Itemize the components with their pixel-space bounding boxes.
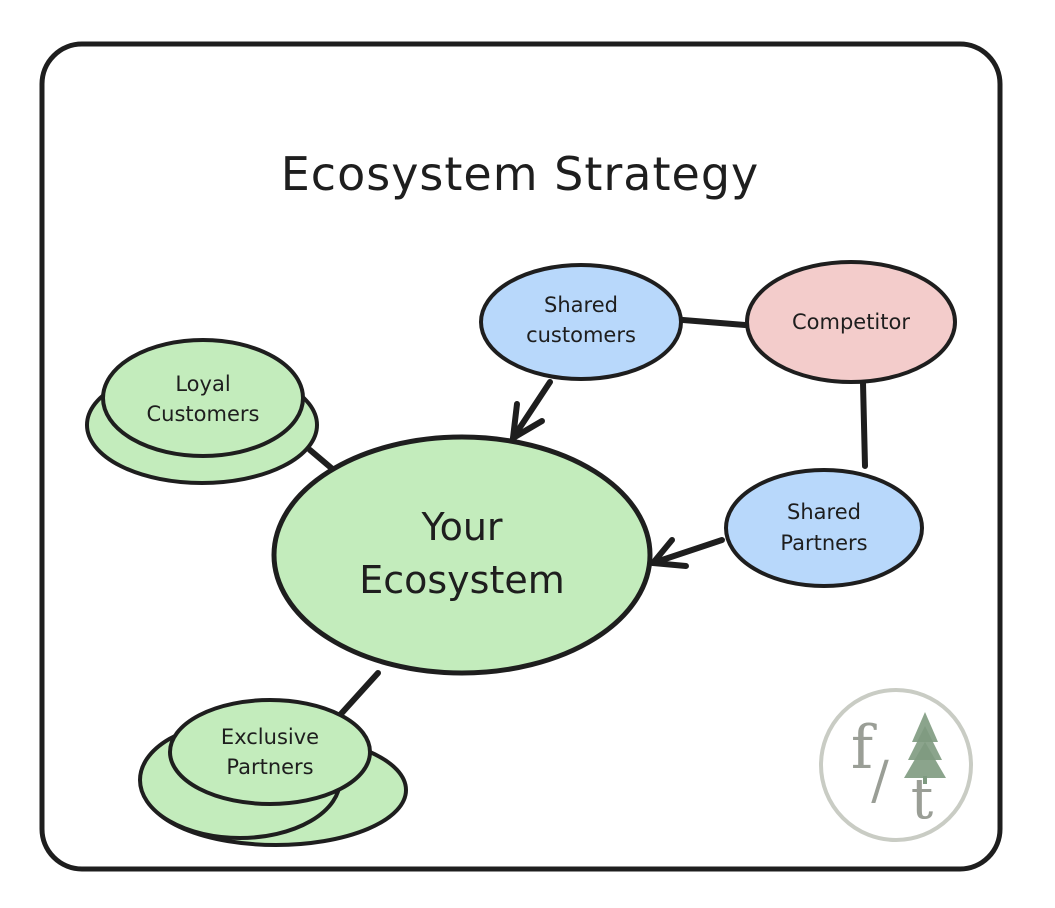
logo-slash: / <box>871 751 889 811</box>
node-shared-partners: Shared Partners <box>724 468 924 588</box>
your-ecosystem-ellipse <box>271 434 653 676</box>
node-shared-customers: Shared customers <box>479 263 683 381</box>
node-competitor: Competitor <box>745 260 957 384</box>
connector-shared-customers-competitor <box>680 317 748 328</box>
node-exclusive-partners: Exclusive Partners <box>138 698 408 847</box>
arrow-shared-customers-to-ecosystem <box>510 379 553 441</box>
loyal-customers-label-line1: Loyal <box>175 372 230 396</box>
competitor-ellipse <box>745 260 957 384</box>
shared-customers-label-line1: Shared <box>544 293 618 317</box>
your-ecosystem-label-line1: Your <box>420 505 502 549</box>
diagram-title: Ecosystem Strategy <box>281 147 760 201</box>
competitor-label: Competitor <box>792 310 910 334</box>
exclusive-partners-ellipse <box>168 698 372 806</box>
logo-letter-f: f <box>851 713 877 783</box>
logo-circle <box>819 688 973 842</box>
shared-partners-label-line2: Partners <box>780 531 867 555</box>
node-your-ecosystem: Your Ecosystem <box>271 434 653 676</box>
exclusive-partners-label-line1: Exclusive <box>221 725 319 749</box>
loyal-customers-ellipse <box>101 338 305 458</box>
arrow-shared-partners-to-ecosystem <box>650 537 725 569</box>
connector-competitor-shared-partners <box>860 380 868 469</box>
shared-partners-label-line1: Shared <box>787 500 861 524</box>
connectors <box>307 317 868 718</box>
node-loyal-customers: Loyal Customers <box>85 338 319 485</box>
connector-your-ecosystem-exclusive-partners <box>337 670 381 718</box>
shared-partners-ellipse <box>724 468 924 588</box>
shared-customers-ellipse <box>479 263 683 381</box>
exclusive-partners-label-line2: Partners <box>226 755 313 779</box>
shared-customers-label-line2: customers <box>526 323 636 347</box>
your-ecosystem-label-line2: Ecosystem <box>359 558 565 602</box>
brand-logo: f / t <box>819 688 973 842</box>
loyal-customers-label-line2: Customers <box>147 402 260 426</box>
logo-letter-t: t <box>911 767 934 832</box>
tree-icon <box>904 712 946 784</box>
